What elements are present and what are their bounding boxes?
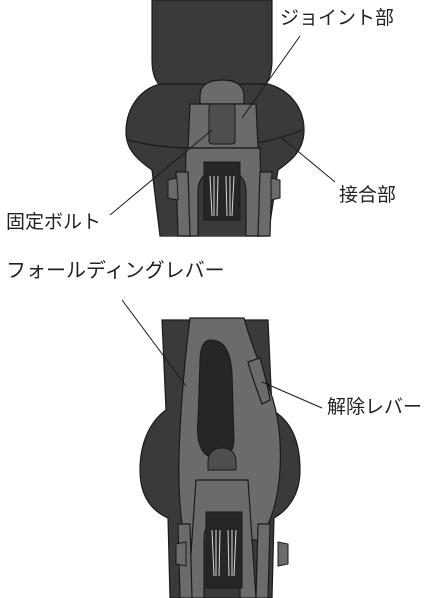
folding-lever-slot [197, 339, 235, 459]
upper-leader-lines [109, 35, 336, 216]
lower-clamp-inner [205, 511, 243, 589]
upper-springs [209, 175, 235, 217]
lower-side-nut-right [277, 541, 289, 567]
lower-springs [211, 529, 237, 577]
label-folding-lever: フォールディングレバー [6, 258, 225, 282]
leader-setsugo [281, 137, 336, 183]
upper-side-nut-right [270, 177, 281, 201]
upper-fixing-bolt [208, 103, 236, 145]
upper-tube-top [151, 0, 273, 89]
leader-joint [241, 35, 301, 119]
upper-knob [199, 79, 245, 105]
label-joint: ジョイント部 [280, 7, 395, 29]
leader-folding-lever [121, 299, 187, 387]
lower-side-nut-left [175, 541, 187, 567]
lower-joint-illustration [139, 317, 301, 598]
label-setsugo: 接合部 [339, 184, 397, 206]
upper-side-nut-left [167, 177, 179, 201]
upper-side-arm-right [257, 171, 273, 237]
lower-side-arm-right [255, 523, 271, 598]
upper-clamp-inner [203, 161, 241, 221]
upper-joint-illustration [125, 0, 305, 237]
lower-knob [207, 447, 237, 471]
release-lever [247, 357, 271, 405]
leader-release-lever [261, 381, 323, 409]
label-release-lever: 解除レバー [327, 396, 423, 418]
upper-side-arm-left [175, 171, 191, 237]
lower-leader-lines [121, 299, 323, 409]
leader-bolt [109, 129, 213, 216]
label-fixing-bolt: 固定ボルト [6, 211, 102, 233]
